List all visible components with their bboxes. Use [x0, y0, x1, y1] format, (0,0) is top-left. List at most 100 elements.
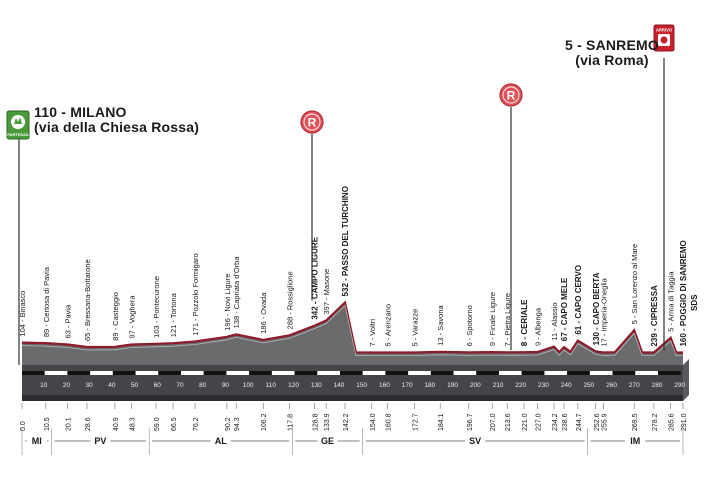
start-icon-text: PARTENZA [7, 132, 29, 137]
place-label: 8 - CERIALE [520, 299, 529, 346]
region-label-bg [465, 435, 486, 447]
distance-label: 48.3 [130, 417, 137, 431]
distance-label: 160.8 [385, 413, 392, 431]
km-bar-segment [90, 371, 113, 375]
place-label: 5 - Arma di Taggia [667, 271, 676, 332]
place-label: 9 - Albenga [534, 307, 543, 346]
finish-location: 5 - SANREMO (via Roma) [565, 38, 659, 68]
distance-label: 40.9 [113, 417, 120, 431]
finish-icon: ARRIVO [653, 24, 675, 52]
km-tick-label: 60 [154, 382, 162, 389]
distance-label: 278.2 [652, 413, 659, 431]
distance-label: 184.1 [438, 413, 445, 431]
profile-highlight [21, 304, 683, 356]
km-bar-segment [294, 371, 318, 375]
place-label: 288 - Rossiglione [286, 271, 295, 329]
place-label: 6 - Spotorno [465, 305, 474, 346]
km-bar-segment [362, 371, 386, 375]
region-label-bg [625, 435, 646, 447]
start-sublabel: (via della Chiesa Rossa) [34, 119, 200, 135]
km-tick-label: 150 [356, 382, 367, 389]
km-bar-segment [476, 371, 500, 375]
km-tick-label: 240 [561, 382, 572, 389]
km-tick-label: 20 [63, 382, 71, 389]
km-tick-label: 120 [288, 382, 299, 389]
sprint-marker-ring [303, 113, 321, 131]
km-tick-label: 190 [447, 382, 458, 389]
start-icon-shape [14, 117, 22, 124]
profile-base [22, 365, 683, 395]
place-label: 104 - Binasco [18, 291, 27, 337]
km-tick-label: 280 [652, 382, 663, 389]
place-label: 160 - POGGIO DI SANREMO [679, 240, 688, 346]
finish-label: 5 - SANREMO [565, 37, 659, 53]
distance-label: 252.6 [594, 413, 601, 431]
km-bar-segment [181, 371, 204, 375]
place-label: 196 - Novi Ligure [223, 274, 232, 331]
region-label: SV [469, 436, 481, 446]
km-tick-label: 30 [86, 382, 94, 389]
km-bar-segment [567, 371, 590, 375]
place-label: 121 - Tortona [169, 292, 178, 337]
km-tick-label: 250 [583, 382, 594, 389]
place-label: 7 - Pietra Ligure [503, 293, 512, 346]
profile-area [22, 302, 683, 365]
distance-label: 291.0 [681, 413, 688, 431]
place-label: 532 - PASSO DEL TURCHINO [341, 186, 350, 296]
km-bar-segment [249, 371, 272, 375]
region-label: PV [94, 436, 106, 446]
place-label: 89 - Certosa di Pavia [42, 266, 51, 337]
km-tick-label: 220 [515, 382, 526, 389]
profile-base-edge [22, 395, 683, 401]
km-bar-segment [385, 371, 409, 375]
km-tick-label: 290 [674, 382, 685, 389]
region-label-bg [317, 435, 338, 447]
km-tick-label: 10 [40, 382, 48, 389]
place-label: 63 - Pavia [64, 304, 73, 339]
km-tick-label: 90 [222, 382, 230, 389]
km-bar-segment [430, 371, 454, 375]
distance-label: 94.3 [234, 417, 241, 431]
place-label: 11 - Alassio [550, 302, 559, 340]
distance-label: 244.7 [576, 413, 583, 431]
region-label: GE [321, 436, 334, 446]
distance-label: 285.6 [669, 413, 676, 431]
place-label: 13 - Savona [436, 304, 445, 345]
sprint-marker-ring [502, 86, 520, 104]
km-bar-segment [612, 371, 636, 375]
km-bar-segment [589, 371, 613, 375]
distance-label: 154.0 [370, 413, 377, 431]
profile-base-side [683, 359, 689, 401]
km-bar-segment [317, 371, 341, 375]
km-bar-segment [271, 371, 295, 375]
region-label-bg [90, 435, 111, 447]
km-tick-label: 230 [538, 382, 549, 389]
finish-icon-dot [660, 36, 668, 44]
km-tick-label: 210 [493, 382, 504, 389]
km-tick-label: 130 [311, 382, 322, 389]
place-label: 97 - Voghera [128, 295, 137, 339]
start-icon: PARTENZA [6, 110, 30, 140]
place-label: 138 - Capriata d'Orba [232, 256, 241, 329]
km-bar-segment [112, 371, 136, 375]
km-bar-segment [521, 371, 545, 375]
place-label: 5 - Arenzano [383, 304, 392, 347]
place-label: 65 - Bressana-Bottarone [83, 259, 92, 341]
distance-label: 20.1 [66, 417, 73, 431]
km-tick-label: 140 [334, 382, 345, 389]
distance-label: 221.0 [522, 413, 529, 431]
km-tick-label: 50 [131, 382, 139, 389]
place-label: 171 - Pozzolo Formigaro [191, 253, 200, 335]
km-tick-label: 200 [470, 382, 481, 389]
region-label-bg [210, 435, 231, 447]
km-bar-segment [635, 371, 659, 375]
km-bar-segment [44, 371, 68, 375]
profile-route-line [21, 300, 683, 354]
sprint-marker-icon: R [499, 83, 523, 107]
distance-label: 196.7 [467, 413, 474, 431]
distance-label: 10.5 [44, 417, 51, 431]
place-label: 239 - CIPRESSA [650, 285, 659, 347]
km-bar-segment [67, 371, 91, 375]
